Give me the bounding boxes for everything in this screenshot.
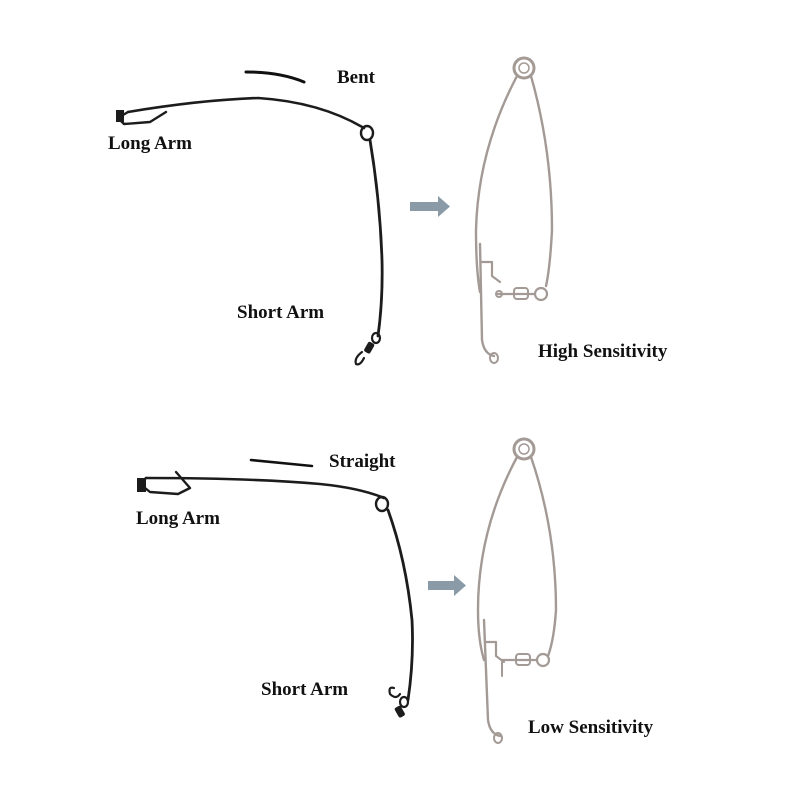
long-arm-label: Long Arm — [108, 133, 192, 154]
swivel-ring-steel-2 — [535, 652, 551, 668]
swivel-ring — [370, 331, 382, 345]
right-loop-wire-2 — [529, 455, 558, 658]
long-arm-wire — [126, 96, 366, 130]
right-loop-wire — [529, 74, 554, 288]
straight-label: Straight — [329, 451, 396, 472]
swivel-barrel-steel — [513, 287, 529, 300]
left-stem-2 — [482, 618, 502, 738]
bent-label: Bent — [337, 67, 375, 88]
high-sensitivity-label: High Sensitivity — [538, 341, 668, 362]
top-eyelet — [512, 56, 536, 80]
long-arm-sleeve-2 — [137, 478, 146, 492]
long-arm-hook-2 — [138, 470, 192, 496]
swivel-barrel-2 — [394, 705, 405, 718]
bend-coil-2 — [374, 495, 390, 513]
left-stem — [478, 242, 496, 358]
short-arm-wire — [368, 138, 384, 338]
top-eyelet-2 — [512, 437, 536, 461]
low-sensitivity-label: Low Sensitivity — [528, 717, 654, 738]
long-arm-label-2: Long Arm — [136, 508, 220, 529]
left-loop-wire-2 — [476, 455, 519, 662]
snap-clip — [354, 350, 366, 366]
swivel-barrel — [364, 341, 375, 354]
straight-indicator-line — [249, 458, 314, 468]
swivel-ring-steel — [533, 286, 549, 302]
left-loop-wire — [474, 74, 519, 294]
arrow-right-icon-2 — [428, 575, 466, 596]
long-arm-hook — [116, 110, 168, 126]
swivel-barrel-steel-2 — [515, 653, 531, 666]
crank-arm-2 — [484, 640, 506, 664]
long-arm-sleeve — [116, 110, 124, 122]
loop-rig-high — [474, 56, 554, 364]
bent-indicator-line — [244, 70, 306, 84]
short-arm-label-2: Short Arm — [261, 679, 349, 700]
swivel-ring-2 — [398, 695, 410, 709]
crank-arm — [480, 260, 502, 284]
bent-wire-rig — [116, 96, 384, 366]
bottom-eye-2 — [493, 732, 503, 744]
bottom-eye — [489, 352, 499, 364]
loop-rig-low — [476, 437, 558, 744]
long-arm-wire-2 — [144, 476, 386, 500]
straight-wire-rig — [137, 470, 414, 718]
snap-clip-2 — [388, 686, 402, 699]
short-arm-wire-2 — [386, 508, 414, 702]
arrow-right-icon — [410, 196, 450, 217]
short-arm-label: Short Arm — [237, 302, 325, 323]
bend-coil — [359, 124, 375, 142]
